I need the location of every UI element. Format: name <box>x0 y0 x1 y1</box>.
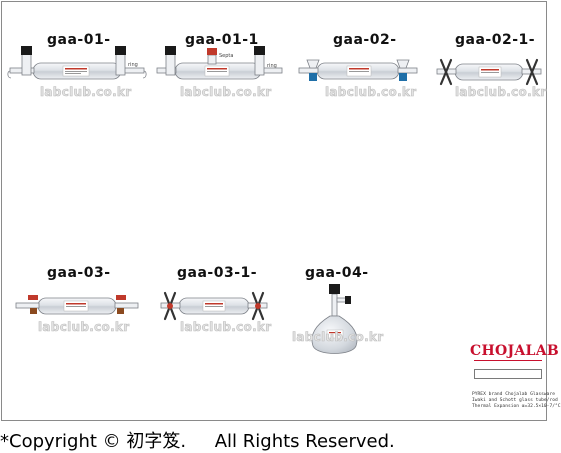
item-code-gaa-03: gaa-03- <box>47 265 111 281</box>
watermark: labclub.co.kr <box>455 85 547 100</box>
item-code-gaa-03-1: gaa-03-1- <box>177 265 258 281</box>
watermark: labclub.co.kr <box>292 330 384 345</box>
item-code-gaa-04: gaa-04- <box>305 265 369 281</box>
gas-sampling-bulb-image[interactable]: Septa ring <box>145 45 295 95</box>
gas-sampling-bulb-image[interactable] <box>300 280 370 358</box>
watermark: labclub.co.kr <box>38 320 130 335</box>
gas-sampling-bulb-image[interactable] <box>293 55 423 91</box>
annotation-ring: ring <box>128 62 138 68</box>
watermark: labclub.co.kr <box>180 320 272 335</box>
gas-sampling-bulb-image[interactable] <box>12 288 142 324</box>
item-code-gaa-01-1: gaa-01-1 <box>185 32 259 48</box>
gas-sampling-bulb-image[interactable] <box>157 285 272 327</box>
brand-spec-line: Iwaki and Schott glass tube/rod <box>472 398 558 403</box>
brand-spec-line: PYREX brand Chojalab Glassware <box>472 392 555 397</box>
brand-spec-line: Thermal Expansion α=32.5×10-7/°C <box>472 404 561 409</box>
watermark: labclub.co.kr <box>180 85 272 100</box>
copyright-text: *Copyright © 初字笈. <box>0 431 187 452</box>
watermark: labclub.co.kr <box>40 85 132 100</box>
brand-divider <box>474 360 542 361</box>
item-code-gaa-01: gaa-01- <box>47 32 111 48</box>
item-code-gaa-02: gaa-02- <box>333 32 397 48</box>
gas-sampling-bulb-image[interactable] <box>433 52 545 92</box>
item-code-gaa-02-1: gaa-02-1- <box>455 32 536 48</box>
copyright-footer: *Copyright © 初字笈. All Rights Reserved. <box>0 427 395 453</box>
annotation-ring: ring <box>267 63 277 69</box>
gas-sampling-bulb-image[interactable]: ring <box>5 45 155 95</box>
watermark: labclub.co.kr <box>325 85 417 100</box>
brand-logo-block: CHOJALAB PYREX brand Chojalab Glassware … <box>470 343 561 413</box>
rights-text: All Rights Reserved. <box>214 431 395 452</box>
brand-box <box>474 369 542 379</box>
brand-logo-chojalab: CHOJALAB <box>470 343 559 359</box>
annotation-septa: Septa <box>219 53 233 59</box>
